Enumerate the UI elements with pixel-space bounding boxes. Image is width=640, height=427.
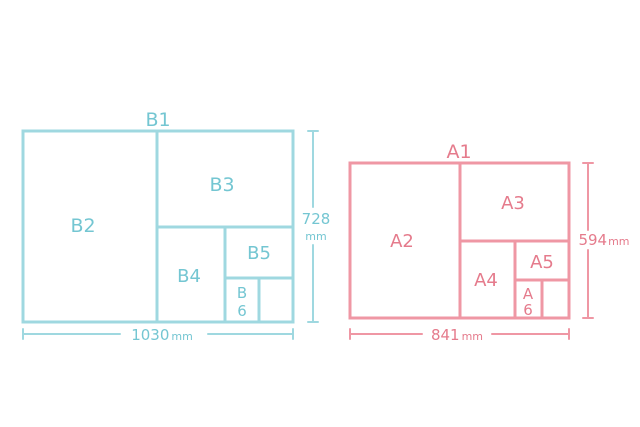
b3-label: B3 xyxy=(209,174,234,196)
b4-label: B4 xyxy=(177,266,201,287)
a1-label: A1 xyxy=(446,141,471,163)
b-height-unit: mm xyxy=(305,230,326,243)
b-width-unit: mm xyxy=(171,330,192,343)
b6-label-top: B xyxy=(237,284,247,302)
a4-label: A4 xyxy=(474,270,498,291)
a-height-label: 594mm xyxy=(578,231,629,249)
a5-label: A5 xyxy=(530,252,554,273)
b-series-diagram xyxy=(21,129,319,340)
b5-label: B5 xyxy=(247,243,271,264)
a-height-value: 594 xyxy=(578,231,607,249)
b-height-value: 728 xyxy=(302,210,331,228)
a6-label-top: A xyxy=(523,285,534,303)
b6-label-bottom: 6 xyxy=(237,302,247,320)
a-height-unit: mm xyxy=(608,235,629,248)
b1-label: B1 xyxy=(145,109,170,131)
a6-label-bottom: 6 xyxy=(523,301,533,319)
b2-label: B2 xyxy=(70,215,95,237)
a-series-diagram xyxy=(348,161,594,340)
b-width-value: 1030 xyxy=(131,326,169,344)
a2-label: A2 xyxy=(390,231,414,252)
a-width-unit: mm xyxy=(462,330,483,343)
a3-label: A3 xyxy=(501,193,525,214)
a-width-value: 841 xyxy=(431,326,460,344)
